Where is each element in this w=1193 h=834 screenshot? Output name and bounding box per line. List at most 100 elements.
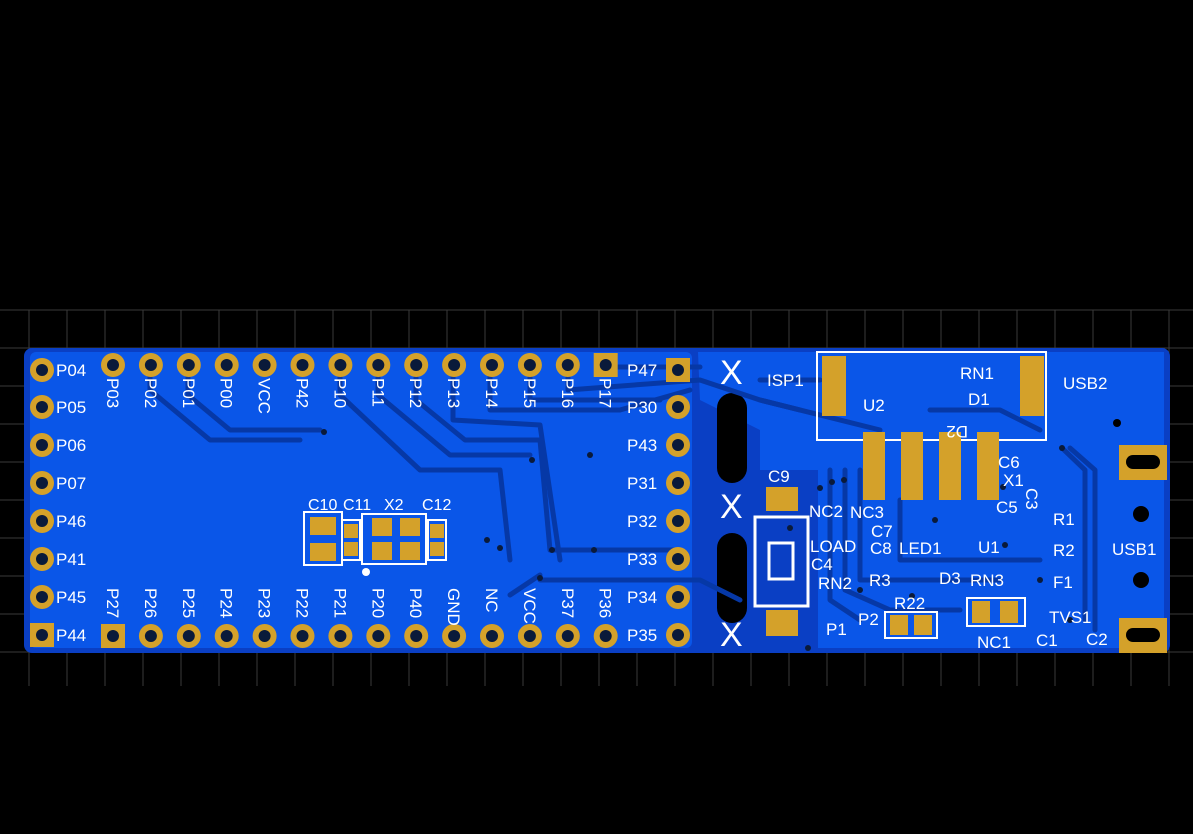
label-left-4: P46: [56, 512, 86, 531]
pad-top-8-drill: [410, 359, 423, 371]
copper-pour-usb: [1050, 352, 1164, 648]
pad-r22-b: [914, 615, 932, 635]
pad-bottom-11-drill: [523, 630, 536, 642]
pad-left-7-drill: [36, 629, 48, 641]
pad-c4-bottom: [766, 610, 798, 636]
usb-slot-lower: [1126, 628, 1160, 642]
pad-right-3-drill: [672, 477, 684, 489]
label-tvs1: TVS1: [1049, 608, 1092, 627]
slot-upper: [717, 393, 747, 483]
label-u2: U2: [863, 396, 885, 415]
label-nc2: NC2: [809, 502, 843, 521]
label-rn2: RN2: [818, 574, 852, 593]
pad-bottom-9-drill: [448, 630, 461, 642]
pad-right-0-drill: [672, 364, 684, 376]
pad-top-1-drill: [144, 359, 157, 371]
through-hole-pads: P04P05P06P07P46P41P45P44P47P30P43P31P32P…: [30, 353, 690, 648]
label-right-3: P31: [627, 474, 657, 493]
pin1-marker: [362, 568, 370, 576]
pad-right-6-drill: [672, 591, 684, 603]
silk-c11: [341, 519, 361, 561]
pad-top-13-drill: [599, 359, 612, 371]
label-usb2: USB2: [1063, 374, 1107, 393]
label-c11: C11: [343, 497, 371, 514]
label-c2: C2: [1086, 630, 1108, 649]
label-left-6: P45: [56, 588, 86, 607]
label-d1: D1: [968, 390, 990, 409]
pad-c10-a: [310, 517, 336, 535]
label-c1: C1: [1036, 631, 1058, 650]
label-bottom-13: P36: [596, 588, 615, 618]
pad-c10-b: [310, 543, 336, 561]
label-left-0: P04: [56, 361, 86, 380]
label-c10: C10: [308, 497, 337, 514]
label-right-4: P32: [627, 512, 657, 531]
label-left-1: P05: [56, 398, 86, 417]
pad-top-7-drill: [372, 359, 385, 371]
label-left-2: P06: [56, 436, 86, 455]
pad-bottom-0-drill: [107, 630, 119, 642]
pad-top-10-drill: [486, 359, 498, 371]
pad-u2-big-left: [822, 356, 846, 416]
label-top-3: P00: [217, 378, 236, 408]
label-top-2: P01: [179, 378, 198, 408]
label-top-12: P16: [558, 378, 577, 408]
silk-load-switch: [753, 515, 810, 608]
silk-r22: [884, 611, 938, 639]
pad-nc1-a: [972, 601, 990, 623]
label-rn1: RN1: [960, 364, 994, 383]
label-x1: X1: [1003, 471, 1024, 490]
pad-top-9-drill: [448, 359, 461, 371]
label-x2: X2: [384, 497, 404, 514]
vias: [321, 429, 1073, 651]
label-usb1: USB1: [1112, 540, 1156, 559]
label-top-13: P17: [596, 378, 615, 408]
silk-x2: [361, 513, 427, 565]
pad-bottom-13-drill: [599, 630, 612, 642]
label-bottom-9: GND: [444, 588, 463, 626]
label-bottom-10: NC: [482, 588, 501, 613]
pad-top-11-drill: [523, 359, 536, 371]
pad-x2-c: [372, 542, 392, 560]
pad-bottom-5-drill: [296, 630, 309, 642]
label-left-3: P07: [56, 474, 86, 493]
pad-left-6-drill: [36, 591, 48, 603]
label-c5: C5: [996, 498, 1018, 517]
pad-top-4-drill: [258, 359, 271, 371]
pad-right-5-drill: [672, 553, 684, 565]
pad-top-5-drill: [296, 359, 309, 371]
copper-pour-right: [698, 352, 1164, 648]
label-bottom-2: P25: [179, 588, 198, 618]
label-bottom-8: P40: [406, 588, 425, 618]
label-led1: LED1: [899, 539, 942, 558]
pad-right-1-drill: [672, 401, 684, 413]
label-bottom-12: P37: [558, 588, 577, 618]
label-c4: C4: [811, 555, 833, 574]
label-c8: C8: [870, 539, 892, 558]
pad-nc1-b: [1000, 601, 1018, 623]
label-c6: C6: [998, 453, 1020, 472]
crystal-x2-footprint: C10 C11 X2 C12: [303, 497, 451, 576]
label-nc3: NC3: [850, 503, 884, 522]
pad-left-3-drill: [36, 477, 48, 489]
label-d3: D3: [939, 569, 961, 588]
label-bottom-0: P27: [103, 588, 122, 618]
pad-bottom-7-drill: [372, 630, 385, 642]
mount-mark-bot: X: [720, 616, 743, 654]
label-right-6: P34: [627, 588, 657, 607]
label-f1: F1: [1053, 573, 1073, 592]
label-top-9: P13: [444, 378, 463, 408]
mount-mark-top: X: [720, 354, 743, 392]
usb-hole-2: [1133, 506, 1149, 522]
pad-top-3-drill: [220, 359, 233, 371]
label-bottom-11: VCC: [520, 588, 539, 624]
label-right-7: P35: [627, 626, 657, 645]
pad-left-1-drill: [36, 401, 48, 413]
silk-nc1: [966, 597, 1026, 627]
label-top-6: P10: [330, 378, 349, 408]
usb-slot-upper: [1126, 455, 1160, 469]
label-c3: C3: [1022, 488, 1041, 510]
label-isp1: ISP1: [767, 371, 804, 390]
pad-u2-2: [901, 432, 923, 500]
